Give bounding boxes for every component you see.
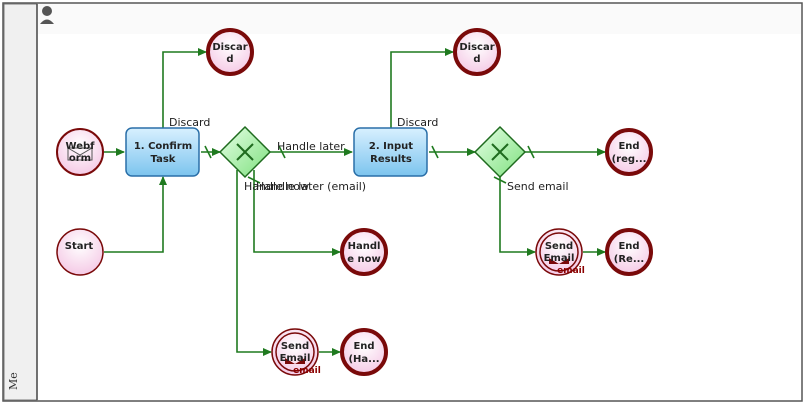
envelope-icon [549,258,569,264]
lane-header [3,3,38,401]
event-end-reg[interactable]: End (reg... [605,128,653,176]
event-end-ha[interactable]: End (Ha... [340,328,388,376]
task-input[interactable]: 2. Input Results [353,127,428,177]
email-icon-label-bottom: email [293,366,321,376]
event-send-email-top-line-2: Email [544,253,575,264]
flow-confirm-discard [162,48,207,128]
event-end-re[interactable]: End (Re... [605,228,653,276]
event-send-email-bottom-line-2: Email [280,353,311,364]
flow-labels: Discard Discard Handle later Handle now … [169,116,569,193]
flow-label-discard-2: Discard [397,116,438,129]
flow-gateway-handlenow [253,170,341,256]
lane-label: Me [7,372,20,390]
event-start[interactable]: Start [56,228,104,276]
event-webform-line-1: Webf [66,141,96,152]
envelope-icon [285,358,305,364]
envelope-icon [67,147,93,161]
default-flow-marks [204,145,535,184]
email-icon-label-top: email [557,266,585,276]
event-discard-1[interactable]: Discar d [206,28,254,76]
event-end-re-line-1: End [618,241,639,252]
flow-label-send-email: Send email [507,180,569,193]
event-webform-line-2: orm [69,153,91,164]
task-input-line-2: Results [370,154,412,165]
task-confirm[interactable]: 1. Confirm Task [125,127,200,177]
event-send-email-bottom[interactable]: Send Email email [271,328,321,376]
event-end-reg-line-2: (reg... [612,154,647,165]
event-start-label: Start [65,241,94,252]
task-confirm-line-2: Task [151,154,176,165]
event-discard-1-line-2: d [226,54,233,65]
event-end-ha-line-1: End [353,341,374,352]
event-handle-now-line-1: Handl [348,241,381,252]
event-send-email-top[interactable]: Send Email email [535,228,585,276]
task-input-line-1: 2. Input [369,141,413,152]
flow-gateway2-sendemail [499,170,536,256]
event-discard-2[interactable]: Discar d [453,28,501,76]
event-handle-now-line-2: e now [347,254,381,265]
flow-gateway-sendemail [236,170,272,356]
flow-label-handle-later: Handle later [277,140,345,153]
event-webform[interactable]: Webf orm [56,128,104,176]
event-discard-2-line-2: d [473,54,480,65]
task-confirm-line-1: 1. Confirm [134,141,192,152]
person-icon [40,6,54,24]
event-discard-1-line-1: Discar [212,42,247,53]
pool-frame [2,2,803,402]
flow-input-discard [390,48,454,128]
flow-start-confirm [104,176,167,253]
gateway-2[interactable] [473,125,527,179]
event-discard-2-line-1: Discar [459,42,494,53]
event-handle-now[interactable]: Handl e now [340,228,388,276]
event-end-reg-line-1: End [618,141,639,152]
flow-label-handle-now-b: Handle later (email) [256,180,366,193]
gateway-1[interactable] [218,125,272,179]
event-send-email-top-line-1: Send [545,241,573,252]
sequence-flows [104,48,606,356]
event-end-re-line-2: (Re... [614,254,644,265]
event-send-email-bottom-line-1: Send [281,341,309,352]
flow-label-handle-now-a: Handle now [244,180,309,193]
flow-label-discard-1: Discard [169,116,210,129]
event-end-ha-line-2: (Ha... [348,354,379,365]
